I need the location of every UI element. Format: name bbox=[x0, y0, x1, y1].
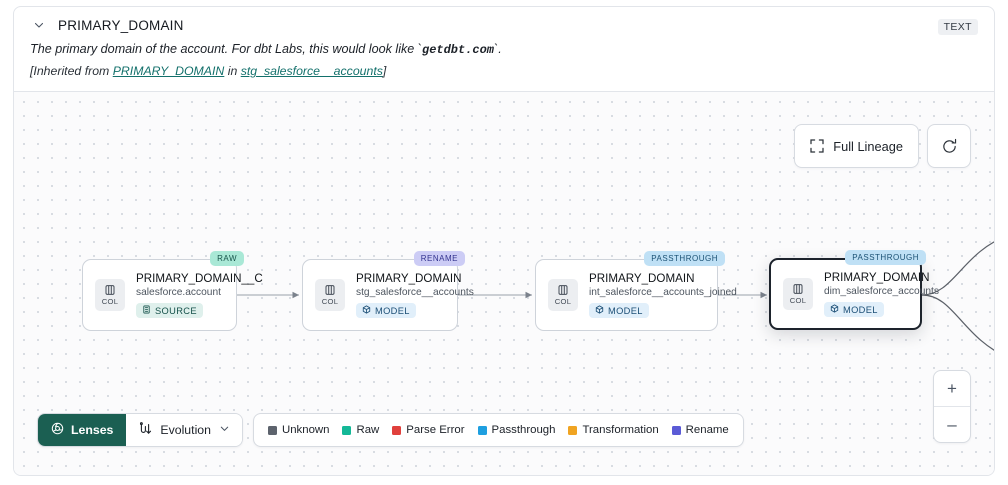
node-dataset: int_salesforce__accounts_joined bbox=[589, 287, 737, 298]
legend-swatch bbox=[392, 425, 402, 435]
chevron-down-icon bbox=[219, 423, 230, 437]
node-pill: RAW bbox=[210, 251, 244, 266]
model-icon bbox=[595, 305, 604, 316]
legend-label: Rename bbox=[685, 424, 729, 436]
full-lineage-label: Full Lineage bbox=[833, 138, 903, 154]
evolution-icon bbox=[138, 421, 152, 439]
col-icon: COL bbox=[548, 279, 578, 311]
node-name: PRIMARY_DOMAIN__C bbox=[136, 272, 263, 285]
legend-item: Parse Error bbox=[392, 424, 465, 436]
inherited-from-line: [Inherited from PRIMARY_DOMAIN in stg_sa… bbox=[14, 59, 994, 78]
node-kind-badge: MODEL bbox=[589, 303, 649, 318]
node-kind-badge: MODEL bbox=[356, 303, 416, 318]
node-pill: PASSTHROUGH bbox=[644, 251, 725, 266]
source-icon bbox=[142, 305, 151, 316]
bottom-toolbar: Lenses Evolution Unknown Raw Parse Error… bbox=[37, 413, 744, 447]
header-divider bbox=[14, 91, 994, 92]
legend-item: Passthrough bbox=[477, 424, 556, 436]
evolution-label: Evolution bbox=[160, 423, 211, 437]
node-name: PRIMARY_DOMAIN bbox=[589, 272, 695, 285]
legend-label: Passthrough bbox=[491, 424, 556, 436]
node-pill: PASSTHROUGH bbox=[845, 250, 926, 265]
legend-swatch bbox=[477, 425, 487, 435]
description-code: getdbt.com bbox=[422, 43, 495, 57]
status-badge: TEXT bbox=[937, 19, 978, 35]
full-lineage-button[interactable]: Full Lineage bbox=[794, 124, 919, 168]
model-icon bbox=[830, 304, 839, 315]
lineage-node[interactable]: PASSTHROUGH COL PRIMARY_DOMAIN int_sales… bbox=[535, 251, 737, 331]
zoom-out-button[interactable]: – bbox=[947, 414, 957, 434]
lenses-label: Lenses bbox=[71, 423, 114, 437]
col-icon: COL bbox=[95, 279, 125, 311]
inherited-suffix: ] bbox=[382, 64, 387, 79]
node-kind-label: MODEL bbox=[608, 305, 643, 316]
legend-label: Transformation bbox=[582, 424, 659, 436]
chevron-down-icon[interactable] bbox=[30, 16, 48, 34]
node-info: PRIMARY_DOMAIN dim_salesforce_accounts M… bbox=[824, 271, 939, 317]
header-title-row: PRIMARY_DOMAIN bbox=[14, 7, 994, 34]
node-kind-label: SOURCE bbox=[155, 305, 197, 316]
zoom-in-button[interactable]: + bbox=[934, 371, 970, 407]
lineage-node-selected[interactable]: PASSTHROUGH COL PRIMARY_DOMAIN dim_sales… bbox=[769, 250, 939, 330]
node-name: PRIMARY_DOMAIN bbox=[356, 272, 462, 285]
inherited-mid: in bbox=[224, 64, 241, 79]
node-kind-label: MODEL bbox=[375, 305, 410, 316]
node-kind-badge: SOURCE bbox=[136, 303, 203, 318]
col-icon-label: COL bbox=[789, 296, 807, 305]
page-title: PRIMARY_DOMAIN bbox=[58, 17, 184, 33]
col-icon-label: COL bbox=[101, 297, 119, 306]
lenses-button[interactable]: Lenses bbox=[38, 414, 127, 446]
legend-swatch bbox=[568, 425, 578, 435]
legend-label: Unknown bbox=[281, 424, 330, 436]
lenses-evolution-group: Lenses Evolution bbox=[37, 413, 243, 447]
col-icon: COL bbox=[783, 278, 813, 310]
legend-item: Unknown bbox=[267, 424, 330, 436]
description-pre: The primary domain of the account. For d… bbox=[30, 42, 422, 56]
expand-icon bbox=[810, 139, 824, 153]
node-dataset: salesforce.account bbox=[136, 287, 221, 298]
model-icon bbox=[362, 305, 371, 316]
refresh-icon bbox=[941, 138, 958, 155]
zoom-controls: + – bbox=[933, 370, 971, 443]
canvas-controls: Full Lineage bbox=[794, 124, 971, 168]
legend-label: Parse Error bbox=[406, 424, 465, 436]
legend-item: Raw bbox=[342, 424, 379, 436]
description-post: `. bbox=[494, 42, 502, 56]
legend-label: Raw bbox=[356, 424, 380, 436]
inherited-model-link[interactable]: stg_salesforce__accounts bbox=[240, 64, 383, 79]
lineage-node[interactable]: RENAME COL PRIMARY_DOMAIN stg_salesforce… bbox=[302, 251, 474, 331]
node-kind-label: MODEL bbox=[843, 304, 878, 315]
col-icon-label: COL bbox=[321, 297, 339, 306]
legend-item: Transformation bbox=[568, 424, 659, 436]
column-description: The primary domain of the account. For d… bbox=[14, 34, 994, 59]
lens-icon bbox=[51, 422, 64, 438]
node-dataset: stg_salesforce__accounts bbox=[356, 287, 474, 298]
node-info: PRIMARY_DOMAIN int_salesforce__accounts_… bbox=[589, 272, 737, 318]
col-icon: COL bbox=[315, 279, 345, 311]
lineage-canvas[interactable]: Full Lineage + – RAW COL PRIMARY_DO bbox=[14, 92, 994, 475]
node-kind-badge: MODEL bbox=[824, 302, 884, 317]
node-name: PRIMARY_DOMAIN bbox=[824, 271, 930, 284]
legend-swatch bbox=[267, 425, 277, 435]
node-info: PRIMARY_DOMAIN__C salesforce.account SOU… bbox=[136, 272, 263, 318]
node-pill: RENAME bbox=[413, 251, 465, 266]
legend-swatch bbox=[671, 425, 681, 435]
node-dataset: dim_salesforce_accounts bbox=[824, 286, 939, 297]
col-icon-label: COL bbox=[554, 297, 572, 306]
legend-item: Rename bbox=[671, 424, 729, 436]
column-header: PRIMARY_DOMAIN TEXT The primary domain o… bbox=[14, 7, 994, 92]
evolution-dropdown[interactable]: Evolution bbox=[126, 414, 242, 446]
inherited-prefix: [Inherited from bbox=[30, 64, 113, 79]
node-info: PRIMARY_DOMAIN stg_salesforce__accounts … bbox=[356, 272, 474, 318]
legend-swatch bbox=[342, 425, 352, 435]
lineage-node[interactable]: RAW COL PRIMARY_DOMAIN__C salesforce.acc… bbox=[82, 251, 263, 331]
refresh-button[interactable] bbox=[927, 124, 971, 168]
inherited-column-link[interactable]: PRIMARY_DOMAIN bbox=[112, 64, 225, 79]
lineage-legend: Unknown Raw Parse Error Passthrough Tran… bbox=[252, 413, 744, 447]
panel-card: PRIMARY_DOMAIN TEXT The primary domain o… bbox=[13, 6, 995, 476]
